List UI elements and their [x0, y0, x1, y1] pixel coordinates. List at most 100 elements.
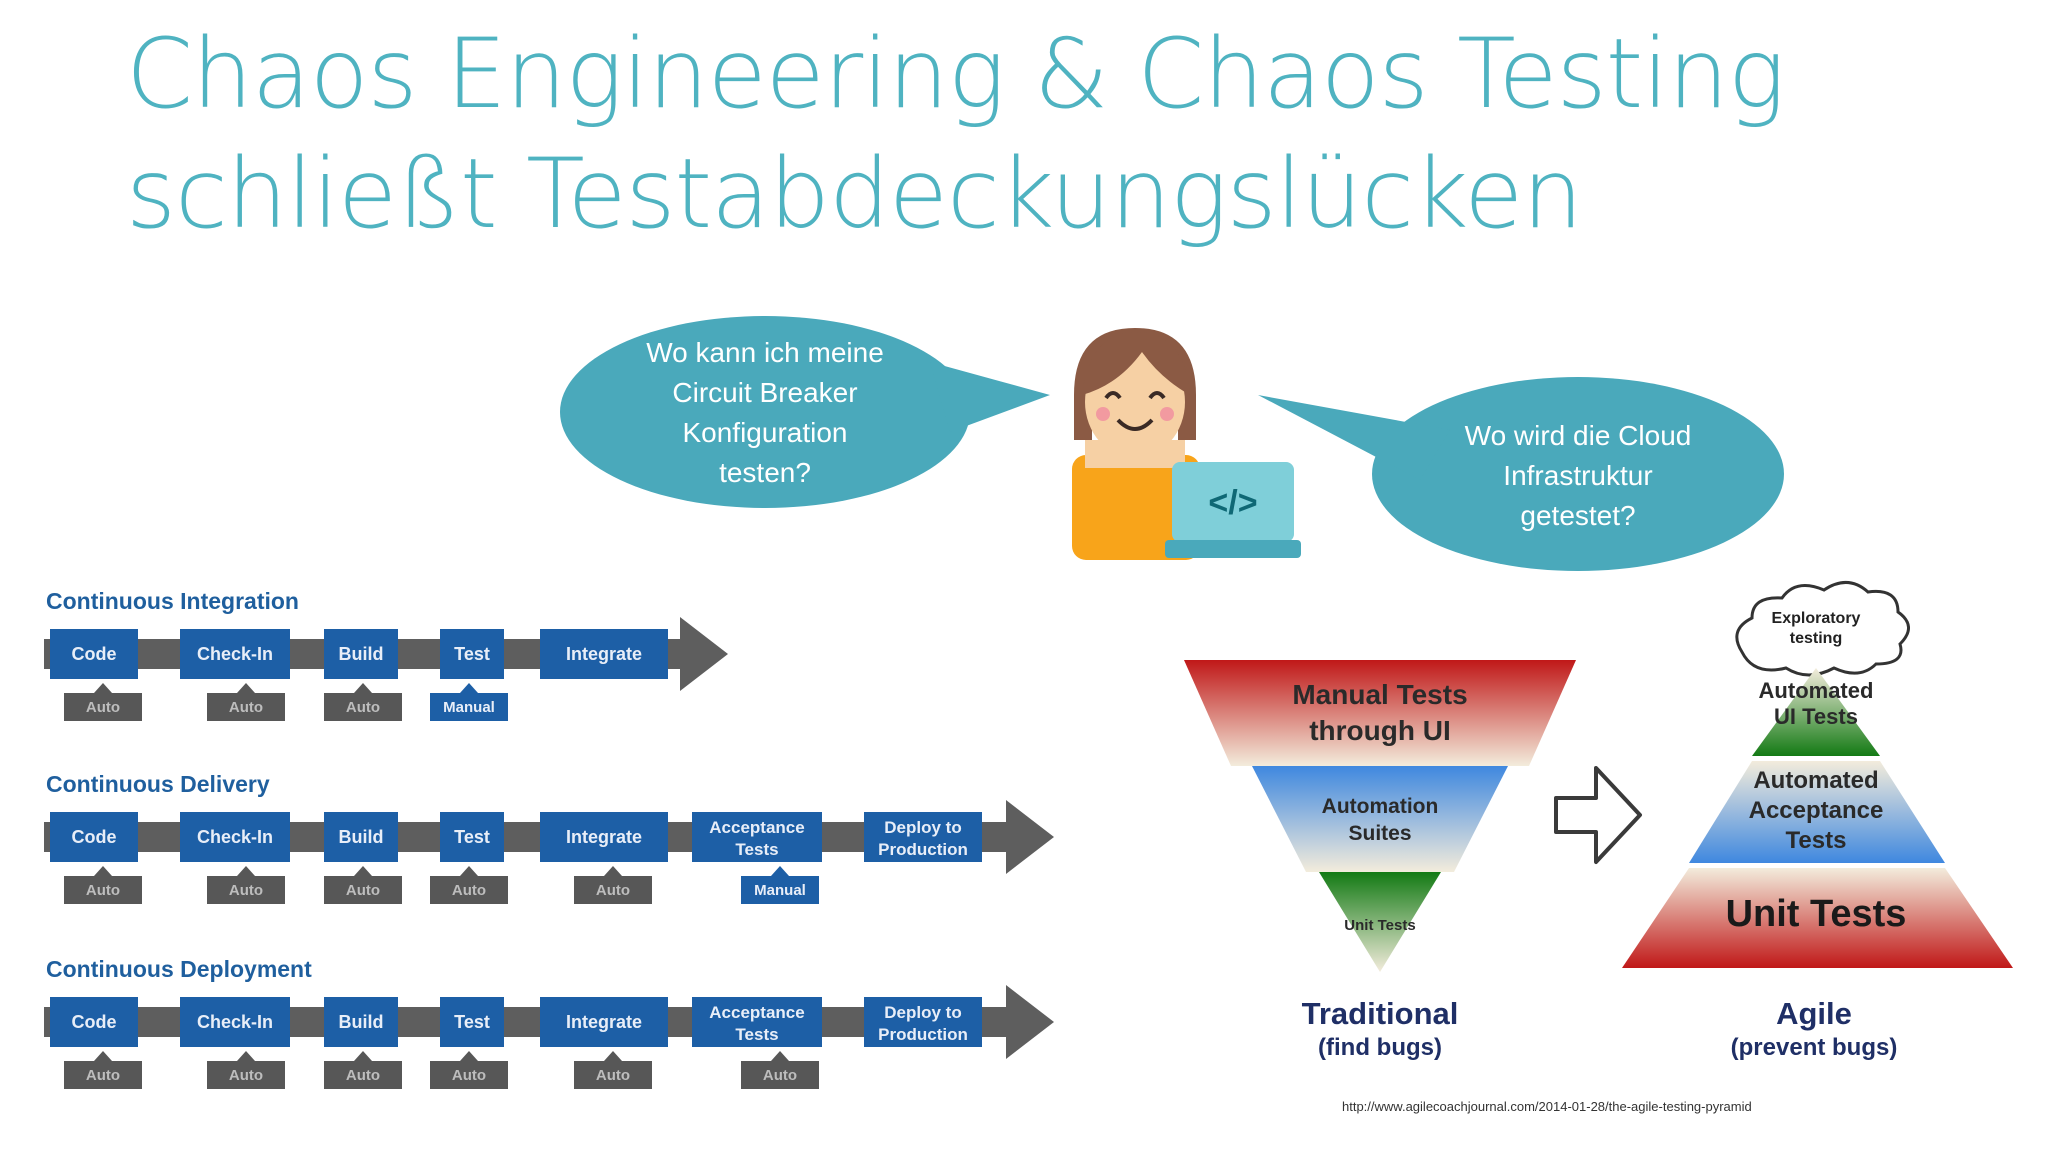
pipeline-step-label: Integrate [566, 827, 642, 847]
pipeline-tag-label: Manual [754, 882, 806, 899]
pipeline-step [540, 997, 668, 1047]
pipeline-tag-pointer [94, 866, 112, 876]
pipeline-title: Continuous Deployment [46, 956, 312, 982]
pipeline-step-label: Test [454, 644, 490, 664]
pipeline-step-label: Build [339, 827, 384, 847]
pipeline-tag-label: Auto [229, 882, 263, 899]
pipeline-tag [207, 693, 285, 721]
source-url: http://www.agilecoachjournal.com/2014-01… [1342, 1099, 1752, 1114]
pipeline-step-label: Tests [735, 1025, 778, 1044]
cloud-label: testing [1790, 630, 1842, 647]
pipeline-step-label: Deploy to [884, 1003, 961, 1022]
traditional-middle-label: Automation [1322, 795, 1439, 818]
agile-middle-label: Acceptance [1749, 797, 1884, 824]
pipeline-tag-label: Auto [229, 699, 263, 716]
svg-text:</>: </> [1208, 484, 1257, 522]
pipeline-tag-pointer [460, 1051, 478, 1061]
pipeline-step-label: Acceptance [709, 818, 804, 837]
pipeline-step [50, 997, 138, 1047]
speech-bubble-right: Wo wird die Cloud Infrastruktur getestet… [1258, 377, 1784, 571]
pipeline-step-label: Test [454, 827, 490, 847]
agile-subcaption: (prevent bugs) [1731, 1034, 1898, 1061]
cloud-label: Exploratory [1772, 610, 1861, 627]
pipeline-tag [324, 693, 402, 721]
pipeline-step [324, 997, 398, 1047]
pipeline-arrowhead-icon [1006, 800, 1054, 874]
pipeline-step-label: Check-In [197, 1012, 273, 1032]
pipeline-tag-label: Auto [86, 882, 120, 899]
bubble-left-line: Konfiguration [682, 417, 847, 448]
bubble-right-line: Wo wird die Cloud [1465, 420, 1692, 451]
pipeline-tag-pointer [771, 866, 789, 876]
pipeline-step [864, 997, 982, 1047]
pipeline-tag-label: Auto [452, 882, 486, 899]
pipeline-step [180, 629, 290, 679]
pipeline-arrow-shaft [44, 822, 1008, 852]
slide-title-line-2: schließt Testabdeckungslücken [126, 138, 1583, 250]
pipeline-step-label: Acceptance [709, 1003, 804, 1022]
pipeline-step-label: Test [454, 1012, 490, 1032]
pipeline-step [180, 997, 290, 1047]
pipeline-step-label: Build [339, 644, 384, 664]
pipeline-arrow-shaft [44, 639, 682, 669]
pipeline-step [180, 812, 290, 862]
pipeline-step [440, 629, 504, 679]
pipeline-tag [574, 876, 652, 904]
pipeline-arrowhead-icon [1006, 985, 1054, 1059]
pipeline-tag-pointer [237, 683, 255, 693]
pipeline-step [692, 997, 822, 1047]
pipeline-step [50, 812, 138, 862]
developer-avatar-icon: </> [1072, 328, 1301, 560]
bubble-right-line: Infrastruktur [1503, 460, 1652, 491]
traditional-top-label: through UI [1309, 715, 1451, 746]
traditional-subcaption: (find bugs) [1318, 1034, 1442, 1061]
pipeline-step [440, 997, 504, 1047]
pipeline-tag-label: Auto [763, 1067, 797, 1084]
pipeline-step [324, 629, 398, 679]
pipeline-step-label: Production [878, 1025, 968, 1044]
pipeline: Continuous DeploymentCodeAutoCheck-InAut… [44, 956, 1054, 1089]
pipeline-step [540, 812, 668, 862]
pipeline-tag [574, 1061, 652, 1089]
agile-pyramid: Exploratory testing Automated UI Tests A… [1622, 581, 2013, 1061]
pipeline-tag [207, 1061, 285, 1089]
pipeline-step-label: Deploy to [884, 818, 961, 837]
pipeline-tag [430, 876, 508, 904]
bubble-left-line: testen? [719, 457, 811, 488]
bubble-left-line: Circuit Breaker [672, 377, 857, 408]
agile-middle-label: Tests [1786, 827, 1847, 854]
pipeline-tag-pointer [237, 1051, 255, 1061]
pipeline-step [324, 812, 398, 862]
pipeline-arrowhead-icon [680, 617, 728, 691]
pipeline-title: Continuous Delivery [46, 771, 270, 797]
agile-caption: Agile [1776, 996, 1852, 1031]
pipeline-tag-pointer [771, 1051, 789, 1061]
pipeline-step [692, 812, 822, 862]
pipeline-tag-label: Auto [452, 1067, 486, 1084]
bubble-right-line: getestet? [1520, 500, 1635, 531]
pipeline-arrow-shaft [44, 1007, 1008, 1037]
pipeline-tag-label: Auto [86, 699, 120, 716]
pipeline-tag-label: Auto [229, 1067, 263, 1084]
pipeline-tag [324, 1061, 402, 1089]
pipeline-tag-pointer [94, 683, 112, 693]
pipeline-step [540, 629, 668, 679]
traditional-caption: Traditional [1302, 996, 1459, 1031]
pipeline: Continuous DeliveryCodeAutoCheck-InAutoB… [44, 771, 1054, 904]
pipeline-tag-pointer [354, 1051, 372, 1061]
pipeline-title: Continuous Integration [46, 588, 299, 614]
pipeline-tag [741, 1061, 819, 1089]
pipeline-tag-pointer [354, 683, 372, 693]
pipeline-tag-pointer [604, 1051, 622, 1061]
pipeline-tag [64, 876, 142, 904]
traditional-top-label: Manual Tests [1292, 679, 1467, 710]
bubble-left-line: Wo kann ich meine [646, 337, 884, 368]
transition-arrow-icon [1554, 766, 1642, 864]
traditional-middle-label: Suites [1348, 822, 1411, 845]
agile-top-label: UI Tests [1774, 704, 1858, 729]
pipeline-step-label: Integrate [566, 644, 642, 664]
exploratory-cloud-icon: Exploratory testing [1735, 581, 1910, 677]
pipeline-tag-pointer [94, 1051, 112, 1061]
pipeline-step-label: Production [878, 840, 968, 859]
traditional-bottom-label: Unit Tests [1344, 917, 1415, 934]
